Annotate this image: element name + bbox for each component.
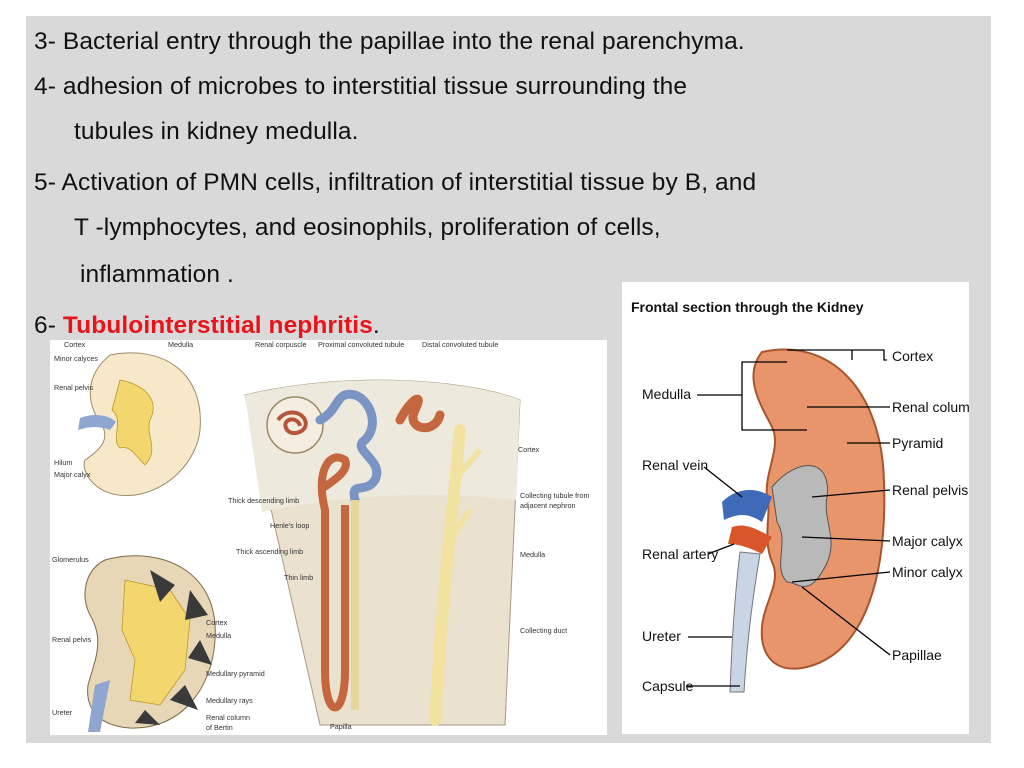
ureter-shape	[729, 551, 761, 693]
label-renal-vein: Renal vein	[642, 457, 708, 473]
label-renal-column-1: Renal column	[206, 713, 250, 722]
medullary-pyramids	[135, 570, 212, 725]
leader-lines	[686, 349, 891, 687]
label-papilla: Papilla	[330, 722, 352, 731]
renal-corpuscle	[266, 396, 324, 454]
label-renal-column: Renal column	[892, 399, 969, 415]
renal-artery-shape	[728, 525, 772, 554]
label-medullary-pyramid: Medullary pyramid	[206, 669, 265, 678]
label-thick-descending: Thick descending limb	[228, 496, 299, 505]
label-major-calyx: Major calyx	[54, 470, 91, 479]
label-renal-column-2: of Bertin	[206, 723, 233, 732]
bullet-line-3: 3- Bacterial entry through the papillae …	[34, 28, 745, 55]
label-collecting-duct: Collecting duct	[520, 626, 567, 635]
label-medulla: Medulla	[642, 386, 691, 402]
nephron-anatomy-illustration: Cortex Medulla Minor calyces Renal pelvi…	[52, 340, 590, 732]
label-renal-pelvis-2: Renal pelvis	[52, 635, 92, 644]
label-collecting-tubule-2: adjacent nephron	[520, 501, 576, 510]
bullet-6-prefix: 6-	[34, 312, 63, 339]
label-pyramid: Pyramid	[892, 435, 943, 451]
ureter-cross-section	[88, 680, 110, 732]
label-renal-pelvis: Renal pelvis	[892, 482, 968, 498]
proximal-tubule	[315, 389, 382, 505]
kidney-frontal-section-figure: Frontal section through the Kidney Corte…	[622, 282, 978, 734]
figure-title: Frontal section through the Kidney	[631, 299, 864, 315]
label-thin-limb: Thin limb	[284, 573, 313, 582]
label-renal-artery: Renal artery	[642, 546, 718, 562]
label-hilum: Hilum	[54, 458, 72, 467]
renal-pelvis-small	[111, 379, 154, 466]
label-medulla: Medulla	[168, 340, 193, 349]
nephron-anatomy-figure: Cortex Medulla Minor calyces Renal pelvi…	[50, 340, 607, 735]
renal-pelvis-cross-section	[121, 579, 191, 706]
kidney-frontal-section-illustration: Frontal section through the Kidney Corte…	[631, 299, 978, 694]
label-medulla-3: Medulla	[520, 550, 545, 559]
renal-pelvis-region	[771, 465, 832, 587]
distal-tubule	[395, 394, 445, 433]
label-cortex: Cortex	[64, 340, 86, 349]
glomerulus-loops	[276, 410, 308, 436]
label-collecting-tubule-1: Collecting tubule from	[520, 491, 590, 500]
henle-loop-ascending	[317, 453, 350, 712]
label-ureter: Ureter	[52, 708, 73, 717]
label-thick-ascending: Thick ascending limb	[236, 547, 303, 556]
renal-vein-shape	[722, 490, 772, 522]
label-distal-tubule: Distal convoluted tubule	[422, 340, 498, 349]
bullet-line-4-cont: tubules in kidney medulla.	[74, 118, 359, 145]
bullet-line-4: 4- adhesion of microbes to interstitial …	[34, 73, 688, 100]
label-ureter: Ureter	[642, 628, 681, 644]
label-cortex: Cortex	[892, 348, 933, 364]
collecting-tubule-branches	[447, 448, 483, 542]
label-minor-calyces: Minor calyces	[54, 354, 98, 363]
label-cortex-2: Cortex	[206, 618, 228, 627]
label-papillae: Papillae	[892, 647, 942, 663]
label-proximal-tubule: Proximal convoluted tubule	[318, 340, 404, 349]
label-glomerulus: Glomerulus	[52, 555, 89, 564]
label-capsule: Capsule	[642, 678, 694, 694]
label-minor-calyx: Minor calyx	[892, 564, 963, 580]
label-major-calyx: Major calyx	[892, 533, 963, 549]
bullet-6-suffix: .	[372, 312, 380, 339]
label-renal-corpuscle: Renal corpuscle	[255, 340, 307, 349]
bullet-line-5-cont2: inflammation .	[80, 261, 234, 288]
bullet-line-5: 5- Activation of PMN cells, infiltration…	[34, 169, 757, 196]
label-renal-pelvis: Renal pelvis	[54, 383, 94, 392]
ureter-small-blue	[78, 415, 116, 430]
bullet-line-6: 6- Tubulointerstitial nephritis.	[34, 312, 380, 340]
label-henles-loop: Henle's loop	[270, 521, 309, 530]
tubulointerstitial-nephritis-term: Tubulointerstitial nephritis	[62, 312, 373, 339]
label-medullary-rays: Medullary rays	[206, 696, 253, 705]
label-medulla-2: Medulla	[206, 631, 231, 640]
bullet-line-5-cont: T -lymphocytes, and eosinophils, prolife…	[74, 214, 661, 241]
label-cortex-3: Cortex	[518, 445, 540, 454]
